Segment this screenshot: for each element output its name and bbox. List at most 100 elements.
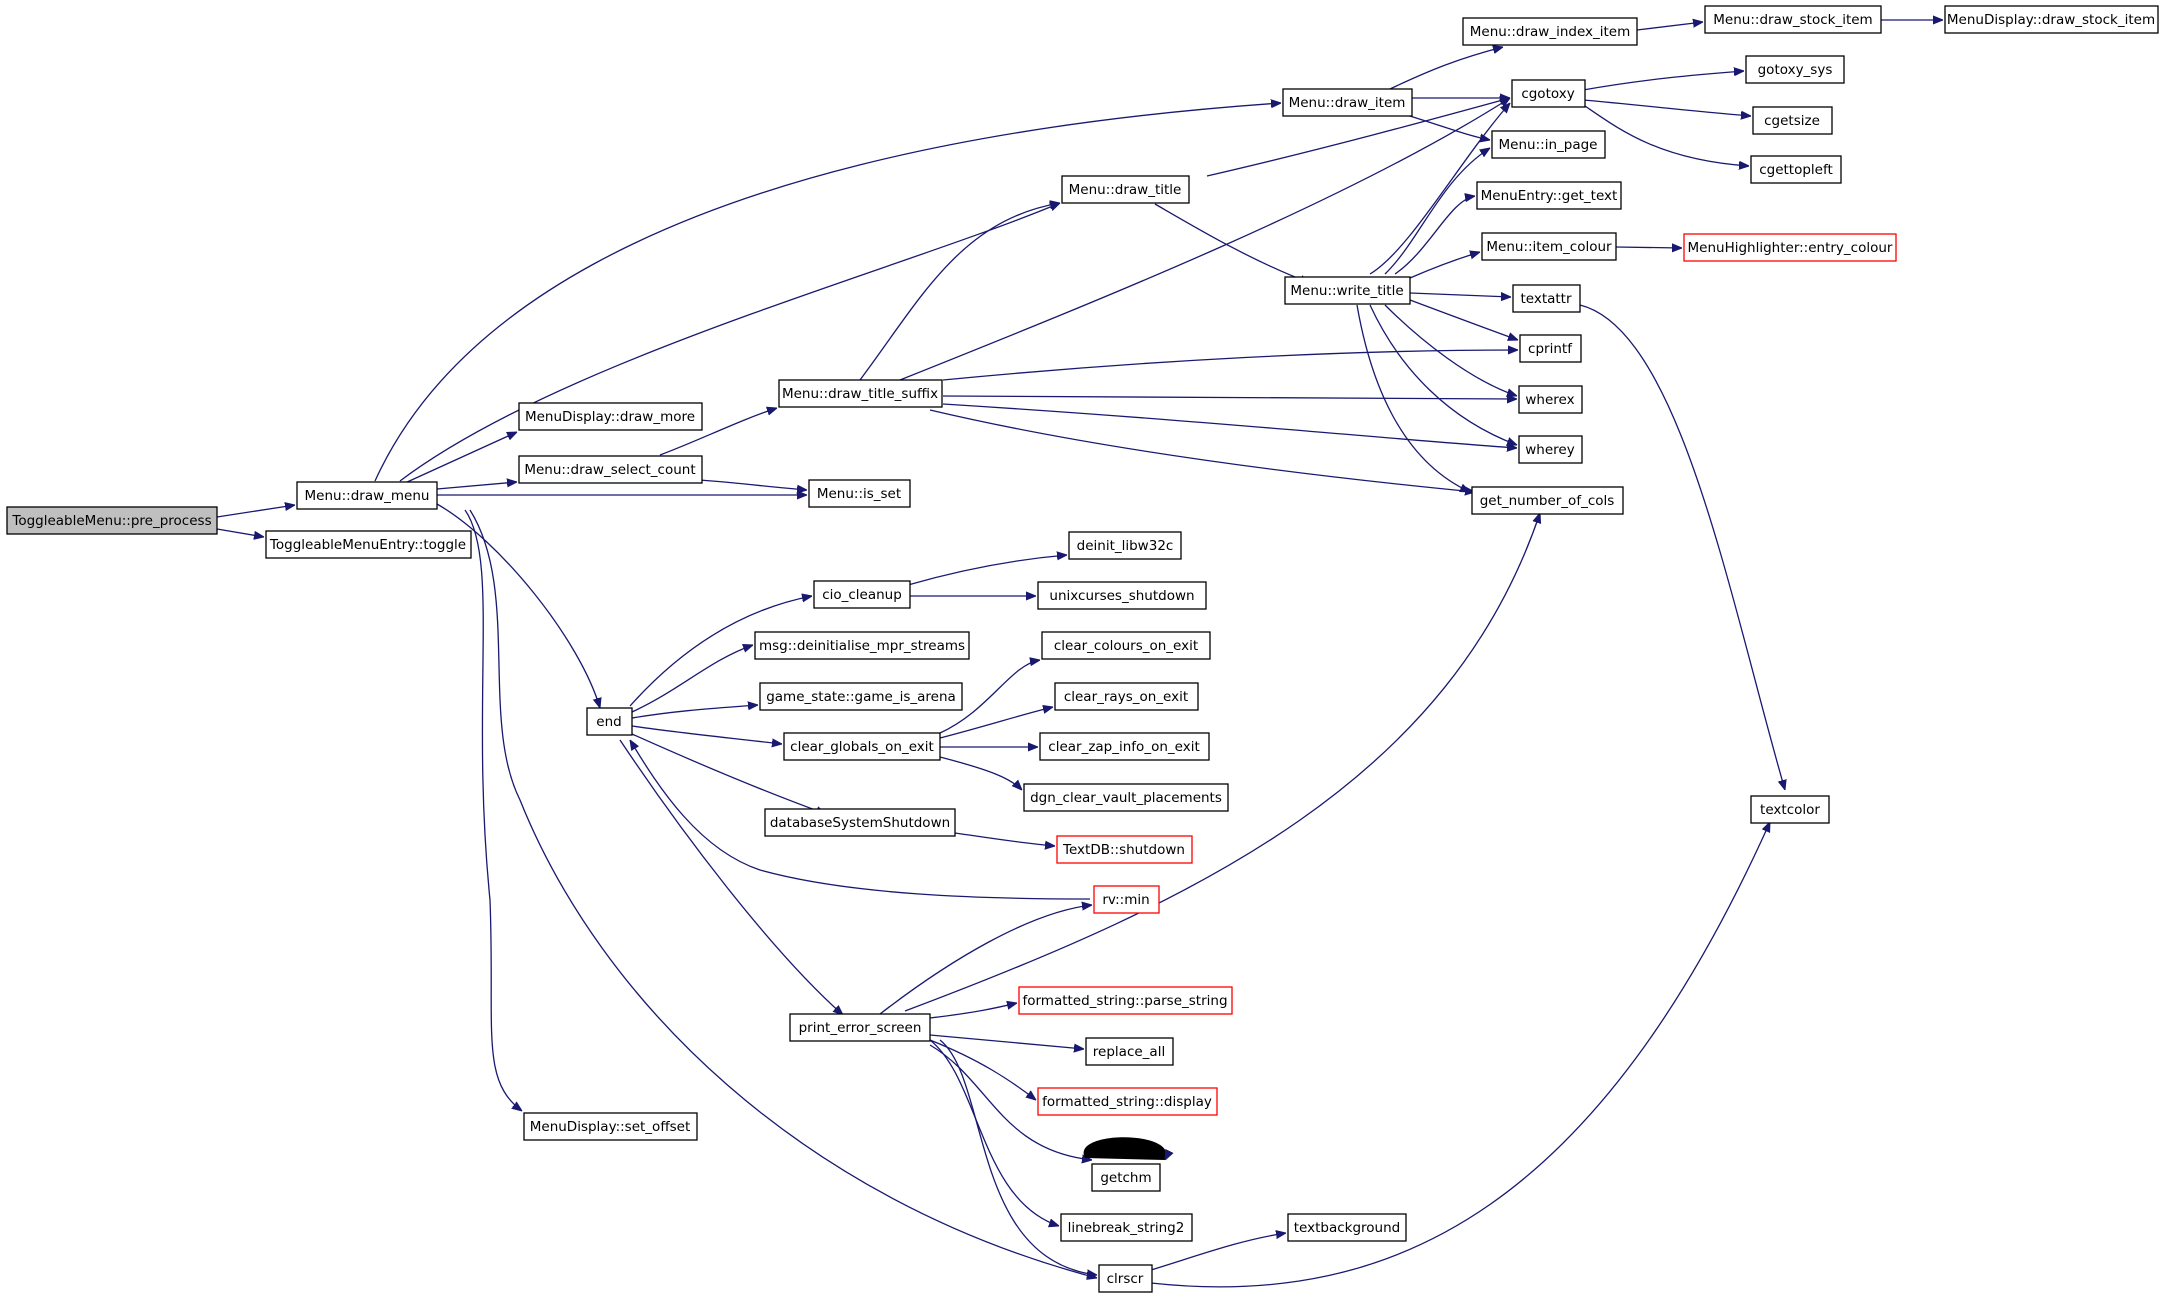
node-textbackground[interactable]: textbackground — [1287, 1213, 1407, 1242]
edge-print_error_screen-rv_min — [879, 905, 1092, 1015]
edge-end-game_is_arena — [631, 705, 758, 719]
node-cgetsize[interactable]: cgetsize — [1752, 106, 1833, 135]
edge-draw_select_count-draw_title_suffix — [659, 408, 777, 456]
node-wherex[interactable]: wherex — [1518, 385, 1583, 414]
node-textdb_shutdown[interactable]: TextDB::shutdown — [1056, 835, 1193, 864]
edge-item_colour-entry_colour — [1615, 247, 1682, 248]
node-draw_index_item[interactable]: Menu::draw_index_item — [1462, 17, 1638, 46]
node-md_draw_stock_item[interactable]: MenuDisplay::draw_stock_item — [1944, 5, 2159, 34]
edge-write_title-in_page — [1384, 148, 1490, 275]
node-deinit_mpr[interactable]: msg::deinitialise_mpr_streams — [754, 631, 970, 660]
edge-end-cio_cleanup — [629, 596, 812, 707]
node-print_error_screen[interactable]: print_error_screen — [789, 1013, 931, 1042]
node-toggle[interactable]: ToggleableMenuEntry::toggle — [265, 530, 472, 559]
node-label: MenuDisplay::set_offset — [530, 1119, 691, 1135]
node-deinit_libw32c[interactable]: deinit_libw32c — [1068, 531, 1182, 560]
edge-end-deinit_mpr — [631, 645, 753, 713]
edge-print_error_screen-parse_string — [929, 1003, 1017, 1019]
node-cgotoxy[interactable]: cgotoxy — [1511, 79, 1586, 108]
node-label: MenuDisplay::draw_more — [525, 409, 695, 425]
node-clear_rays[interactable]: clear_rays_on_exit — [1054, 682, 1199, 711]
edge-write_title-cprintf — [1409, 299, 1518, 340]
edge-draw_item-draw_index_item — [1389, 47, 1503, 90]
node-draw_menu[interactable]: Menu::draw_menu — [296, 481, 438, 510]
node-replace_all[interactable]: replace_all — [1085, 1037, 1174, 1066]
node-linebreak[interactable]: linebreak_string2 — [1060, 1213, 1193, 1242]
node-game_is_arena[interactable]: game_state::game_is_arena — [759, 682, 963, 711]
node-label: formatted_string::display — [1042, 1094, 1212, 1110]
edge-draw_index_item-draw_stock_item — [1636, 22, 1703, 31]
node-label: MenuEntry::get_text — [1481, 188, 1618, 204]
node-draw_stock_item[interactable]: Menu::draw_stock_item — [1704, 5, 1882, 34]
node-label: textcolor — [1760, 802, 1820, 818]
edge-cio_cleanup-deinit_libw32c — [907, 555, 1067, 586]
edge-clrscr-textcolor — [1150, 822, 1771, 1288]
edge-write_title-get_number_of_cols — [1356, 304, 1470, 493]
node-rv_min[interactable]: rv::min — [1093, 885, 1160, 914]
edge-draw_title_suffix-cprintf — [942, 350, 1518, 381]
node-write_title[interactable]: Menu::write_title — [1284, 276, 1411, 305]
node-get_text[interactable]: MenuEntry::get_text — [1476, 181, 1622, 210]
node-textattr[interactable]: textattr — [1512, 284, 1581, 313]
call-edges — [216, 20, 1943, 1288]
node-entry_colour[interactable]: MenuHighlighter::entry_colour — [1683, 233, 1897, 262]
node-label: TextDB::shutdown — [1062, 842, 1185, 858]
edge-draw_title_suffix-wherex — [942, 396, 1517, 399]
edge-draw_title-cgotoxy — [1206, 98, 1510, 177]
node-wherey[interactable]: wherey — [1518, 435, 1583, 464]
edge-draw_title_suffix-get_number_of_cols — [929, 409, 1475, 492]
node-label: ToggleableMenuEntry::toggle — [269, 537, 466, 553]
node-clear_colours[interactable]: clear_colours_on_exit — [1041, 631, 1211, 660]
node-cgettopleft[interactable]: cgettopleft — [1750, 155, 1842, 184]
node-clear_globals[interactable]: clear_globals_on_exit — [783, 732, 941, 761]
node-set_offset[interactable]: MenuDisplay::set_offset — [523, 1112, 698, 1141]
node-label: print_error_screen — [799, 1020, 922, 1036]
node-get_number_of_cols[interactable]: get_number_of_cols — [1471, 486, 1624, 515]
node-is_set[interactable]: Menu::is_set — [808, 479, 911, 508]
node-label: Menu::draw_title — [1069, 182, 1182, 198]
node-db_shutdown[interactable]: databaseSystemShutdown — [764, 808, 956, 837]
node-dgn_clear[interactable]: dgn_clear_vault_placements — [1023, 783, 1229, 812]
node-label: game_state::game_is_arena — [766, 689, 956, 705]
node-label: ToggleableMenu::pre_process — [11, 513, 211, 529]
node-label: Menu::write_title — [1290, 283, 1403, 299]
node-label: gotoxy_sys — [1758, 62, 1833, 78]
node-label: clear_colours_on_exit — [1054, 638, 1198, 654]
node-fs_display[interactable]: formatted_string::display — [1037, 1087, 1218, 1116]
edge-getchm-getchm — [1083, 1137, 1167, 1160]
node-draw_more[interactable]: MenuDisplay::draw_more — [518, 402, 703, 431]
node-label: MenuDisplay::draw_stock_item — [1947, 12, 2155, 28]
node-item_colour[interactable]: Menu::item_colour — [1481, 232, 1617, 261]
node-clear_zap[interactable]: clear_zap_info_on_exit — [1039, 732, 1210, 761]
node-getchm[interactable]: getchm — [1091, 1163, 1161, 1192]
edge-clear_globals-clear_rays — [939, 707, 1053, 739]
edge-write_title-textattr — [1409, 293, 1511, 297]
node-gotoxy_sys[interactable]: gotoxy_sys — [1745, 55, 1845, 84]
node-label: Menu::draw_select_count — [524, 462, 695, 478]
node-pre_process[interactable]: ToggleableMenu::pre_process — [6, 506, 218, 535]
edge-write_title-cgotoxy — [1369, 103, 1510, 275]
node-draw_select_count[interactable]: Menu::draw_select_count — [518, 455, 703, 484]
edge-clear_globals-dgn_clear — [939, 756, 1022, 790]
node-draw_title[interactable]: Menu::draw_title — [1061, 175, 1190, 204]
node-cprintf[interactable]: cprintf — [1519, 334, 1582, 363]
node-clrscr[interactable]: clrscr — [1098, 1264, 1153, 1293]
node-in_page[interactable]: Menu::in_page — [1491, 130, 1606, 159]
node-label: Menu::draw_item — [1289, 95, 1406, 111]
node-textcolor[interactable]: textcolor — [1750, 795, 1830, 824]
edge-draw_title_suffix-cgotoxy — [899, 98, 1510, 381]
edge-clrscr-textbackground — [1150, 1233, 1286, 1271]
node-label: clrscr — [1107, 1271, 1144, 1287]
node-label: Menu::draw_stock_item — [1713, 12, 1872, 28]
node-label: Menu::draw_index_item — [1470, 24, 1631, 40]
node-unixcurses_shutdown[interactable]: unixcurses_shutdown — [1037, 581, 1207, 610]
node-cio_cleanup[interactable]: cio_cleanup — [813, 580, 911, 609]
node-draw_item[interactable]: Menu::draw_item — [1282, 88, 1413, 117]
edge-draw_menu-draw_item — [374, 103, 1281, 482]
node-draw_title_suffix[interactable]: Menu::draw_title_suffix — [778, 379, 943, 408]
node-parse_string[interactable]: formatted_string::parse_string — [1018, 986, 1233, 1015]
node-end[interactable]: end — [586, 707, 633, 736]
edge-print_error_screen-clrscr — [939, 1039, 1097, 1275]
node-label: dgn_clear_vault_placements — [1030, 790, 1222, 806]
